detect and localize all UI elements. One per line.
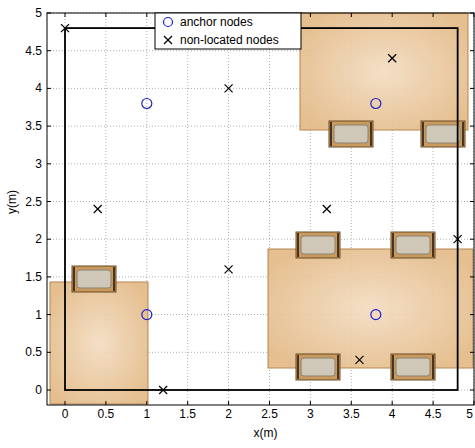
axis-title: x(m) — [254, 427, 278, 439]
grid-line — [47, 201, 474, 202]
node-marker — [225, 84, 233, 92]
tick-mark — [470, 352, 474, 353]
tick-mark — [47, 239, 51, 240]
tick-mark — [433, 13, 434, 17]
y-tick-label: 2 — [35, 233, 42, 245]
y-tick-label: 4 — [35, 82, 42, 94]
tick-mark — [47, 50, 51, 51]
tick-mark — [105, 401, 106, 405]
legend-label: non-located nodes — [180, 34, 279, 46]
tick-mark — [228, 401, 229, 405]
tick-mark — [470, 390, 474, 391]
node-marker — [225, 265, 233, 273]
grid-line — [47, 163, 474, 164]
tick-mark — [392, 13, 393, 17]
tick-mark — [470, 276, 474, 277]
tick-mark — [47, 163, 51, 164]
y-tick-label: 1 — [35, 309, 42, 321]
tick-mark — [433, 401, 434, 405]
grid-line — [187, 13, 188, 405]
anchor-marker — [371, 310, 381, 320]
tick-mark — [47, 126, 51, 127]
tick-mark — [47, 352, 51, 353]
y-tick-label: 3 — [35, 158, 42, 170]
node-marker — [323, 205, 331, 213]
tick-mark — [470, 201, 474, 202]
anchor-marker — [142, 310, 152, 320]
x-tick-label: 3 — [307, 408, 314, 420]
tick-mark — [310, 13, 311, 17]
y-tick-label: 1.5 — [25, 271, 42, 283]
tick-mark — [470, 88, 474, 89]
x-tick-label: 2 — [225, 408, 232, 420]
node-marker — [61, 24, 69, 32]
tick-mark — [470, 239, 474, 240]
node-marker — [388, 54, 396, 62]
grid-line — [228, 13, 229, 405]
tick-mark — [351, 401, 352, 405]
anchor-marker — [371, 98, 381, 108]
tick-mark — [65, 13, 66, 17]
tick-mark — [47, 276, 51, 277]
legend-label: anchor nodes — [180, 16, 253, 28]
tick-mark — [392, 401, 393, 405]
tick-mark — [47, 390, 51, 391]
tick-mark — [47, 201, 51, 202]
y-tick-label: 4.5 — [25, 45, 42, 57]
tick-mark — [351, 13, 352, 17]
anchor-marker — [142, 98, 152, 108]
x-tick-label: 2.5 — [261, 408, 278, 420]
tick-mark — [310, 401, 311, 405]
x-tick-label: 0.5 — [98, 408, 115, 420]
tick-mark — [146, 401, 147, 405]
tick-mark — [470, 50, 474, 51]
node-marker — [159, 386, 167, 394]
axis-title: y(m) — [6, 190, 18, 214]
y-tick-label: 2.5 — [25, 196, 42, 208]
x-tick-label: 4 — [389, 408, 396, 420]
tick-mark — [187, 401, 188, 405]
x-tick-label: 5 — [466, 408, 473, 420]
y-tick-label: 5 — [35, 7, 42, 19]
tick-mark — [470, 126, 474, 127]
y-tick-label: 0 — [35, 384, 42, 396]
node-marker — [94, 205, 102, 213]
tick-mark — [65, 401, 66, 405]
x-tick-label: 3.5 — [343, 408, 360, 420]
tick-mark — [105, 13, 106, 17]
room-outline — [65, 28, 458, 390]
x-tick-label: 4.5 — [425, 408, 442, 420]
tick-mark — [146, 13, 147, 17]
tick-mark — [470, 163, 474, 164]
node-marker — [355, 356, 363, 364]
tick-mark — [470, 314, 474, 315]
y-tick-label: 3.5 — [25, 120, 42, 132]
x-tick-label: 1 — [143, 408, 150, 420]
x-tick-label: 0 — [62, 408, 69, 420]
y-tick-label: 0.5 — [25, 346, 42, 358]
tick-mark — [47, 314, 51, 315]
node-marker — [454, 235, 462, 243]
tick-mark — [269, 401, 270, 405]
x-tick-label: 1.5 — [179, 408, 196, 420]
tick-mark — [47, 88, 51, 89]
